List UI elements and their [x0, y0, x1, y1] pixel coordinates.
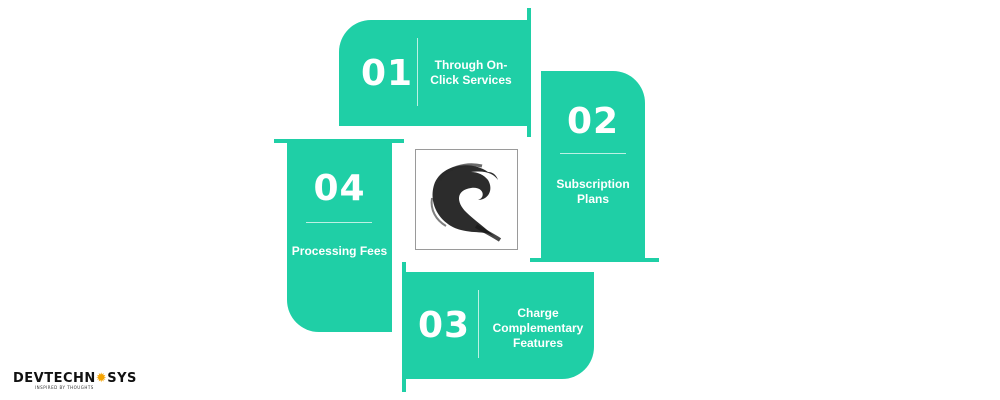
- step-number: 04: [313, 168, 366, 209]
- step-card-04: 04 Processing Fees: [287, 143, 392, 332]
- logo-tagline: INSPIRED BY THOUGHTS: [35, 385, 94, 390]
- step-label: Charge Complementary Features: [492, 306, 584, 350]
- logo-wordmark: DEVTECHN✹SYS: [13, 371, 137, 386]
- step-03-accent-bar: [402, 262, 406, 392]
- logo-text-techn: TECHN: [44, 371, 96, 386]
- step-card-01: 01 Through On-Click Services: [339, 20, 527, 126]
- step-card-03: 03 Charge Complementary Features: [406, 272, 594, 379]
- divider: [417, 38, 418, 106]
- sun-icon: ✹: [95, 371, 108, 386]
- step-label: Processing Fees: [291, 244, 388, 258]
- center-image: [415, 149, 518, 250]
- step-card-02: 02 Subscription Plans: [541, 71, 645, 258]
- step-number: 01: [361, 53, 414, 94]
- step-number: 03: [418, 305, 471, 346]
- step-number: 02: [566, 101, 620, 142]
- step-label: Through On-Click Services: [430, 58, 512, 87]
- step-01-accent-bar: [527, 8, 531, 137]
- ink-swirl-icon: [430, 163, 502, 242]
- divider: [478, 290, 479, 358]
- logo-text-sys: SYS: [107, 371, 137, 386]
- divider: [306, 222, 372, 223]
- logo-text-dev: DEV: [13, 371, 45, 386]
- step-04-accent-bar: [274, 139, 404, 143]
- step-02-accent-bar: [530, 258, 659, 262]
- step-label: Subscription Plans: [556, 177, 630, 206]
- divider: [560, 153, 626, 154]
